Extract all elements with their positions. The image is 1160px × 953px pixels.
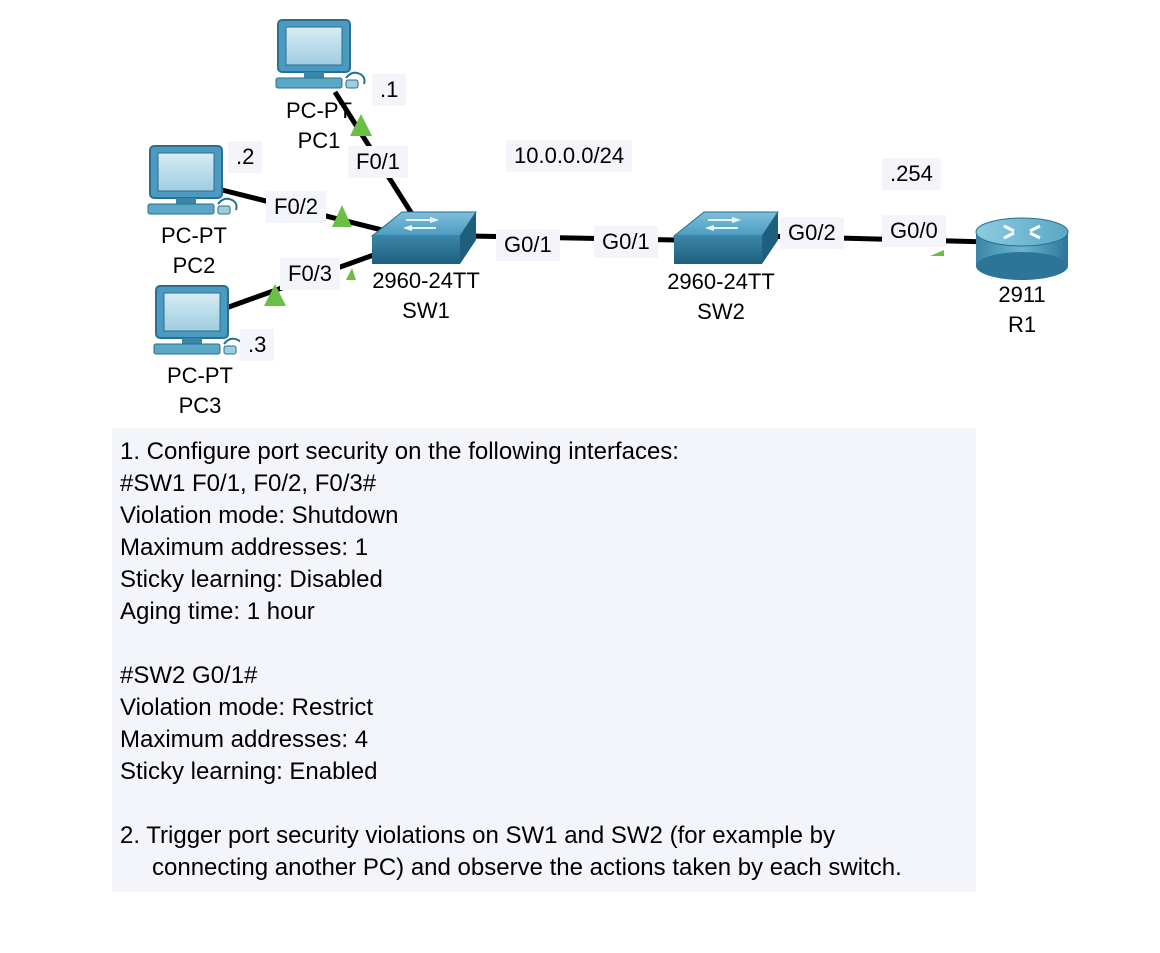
task-line: Sticky learning: Disabled xyxy=(120,566,383,593)
sw2-name: SW2 xyxy=(697,299,745,324)
task-line: Maximum addresses: 4 xyxy=(120,726,369,753)
link-status-indicators xyxy=(264,114,944,306)
link-up-indicator xyxy=(350,114,372,136)
blank-line xyxy=(120,628,968,660)
sw1-label: 2960-24TT SW1 xyxy=(372,266,480,326)
sw1-port-f0-1-label: F0/1 xyxy=(348,146,409,178)
r1-port-g0-0-label: G0/0 xyxy=(882,215,946,247)
sw2-port-g0-1-label: G0/1 xyxy=(594,226,658,258)
r1-router-icon[interactable] xyxy=(975,217,1069,280)
pc1-label: PC-PT PC1 xyxy=(286,96,352,156)
sw2-model: 2960-24TT xyxy=(667,269,775,294)
link-up-indicator xyxy=(346,268,356,280)
sw1-port-f0-3-label: F0/3 xyxy=(280,258,341,290)
sw2-switch-icon[interactable] xyxy=(672,211,779,264)
pc2-name: PC2 xyxy=(172,253,216,278)
topology-canvas xyxy=(147,19,1069,355)
link-up-indicator xyxy=(930,250,944,256)
task-instructions: 1. Configure port security on the follow… xyxy=(112,428,976,892)
pc3-ip-label: .3 xyxy=(240,329,275,361)
task-line: Violation mode: Shutdown xyxy=(120,502,399,529)
pc3-icon[interactable] xyxy=(153,285,244,355)
task-line: connecting another PC) and observe the a… xyxy=(152,854,902,881)
pc2-icon[interactable] xyxy=(147,145,238,215)
task-line: Maximum addresses: 1 xyxy=(120,534,369,561)
pc1-ip-label: .1 xyxy=(372,74,407,106)
pc2-model: PC-PT xyxy=(161,223,227,248)
sw2-label: 2960-24TT SW2 xyxy=(667,267,775,327)
pc2-label: PC-PT PC2 xyxy=(161,221,227,281)
task-line: Aging time: 1 hour xyxy=(120,598,315,625)
task-line: 2. Trigger port security violations on S… xyxy=(120,822,835,849)
link-up-indicator xyxy=(332,205,352,227)
task-line: Violation mode: Restrict xyxy=(120,694,374,721)
r1-ip-label: .254 xyxy=(882,158,941,190)
sw1-port-f0-2-label: F0/2 xyxy=(266,191,327,223)
pc1-name: PC1 xyxy=(297,128,341,153)
r1-label: 2911 R1 xyxy=(998,280,1045,340)
pc3-model: PC-PT xyxy=(167,363,233,388)
pc1-icon[interactable] xyxy=(275,19,366,89)
r1-name: R1 xyxy=(1007,312,1037,337)
task-line: Sticky learning: Enabled xyxy=(120,758,378,785)
task-line: 1. Configure port security on the follow… xyxy=(120,438,679,465)
network-label: 10.0.0.0/24 xyxy=(506,140,633,172)
pc3-name: PC3 xyxy=(178,393,222,418)
sw1-switch-icon[interactable] xyxy=(370,211,477,264)
task-line: #SW2 G0/1# xyxy=(120,662,258,689)
sw1-name: SW1 xyxy=(402,298,450,323)
r1-model: 2911 xyxy=(998,282,1046,307)
blank-line xyxy=(120,788,968,820)
task-line: #SW1 F0/1, F0/2, F0/3# xyxy=(120,470,377,497)
link-up-indicator xyxy=(264,284,286,306)
pc3-label: PC-PT PC3 xyxy=(167,361,233,421)
pc1-model: PC-PT xyxy=(286,98,352,123)
sw1-port-g0-1-label: G0/1 xyxy=(496,229,560,261)
pc2-ip-label: .2 xyxy=(228,141,263,173)
sw2-port-g0-2-label: G0/2 xyxy=(780,217,844,249)
sw1-model: 2960-24TT xyxy=(372,268,480,293)
